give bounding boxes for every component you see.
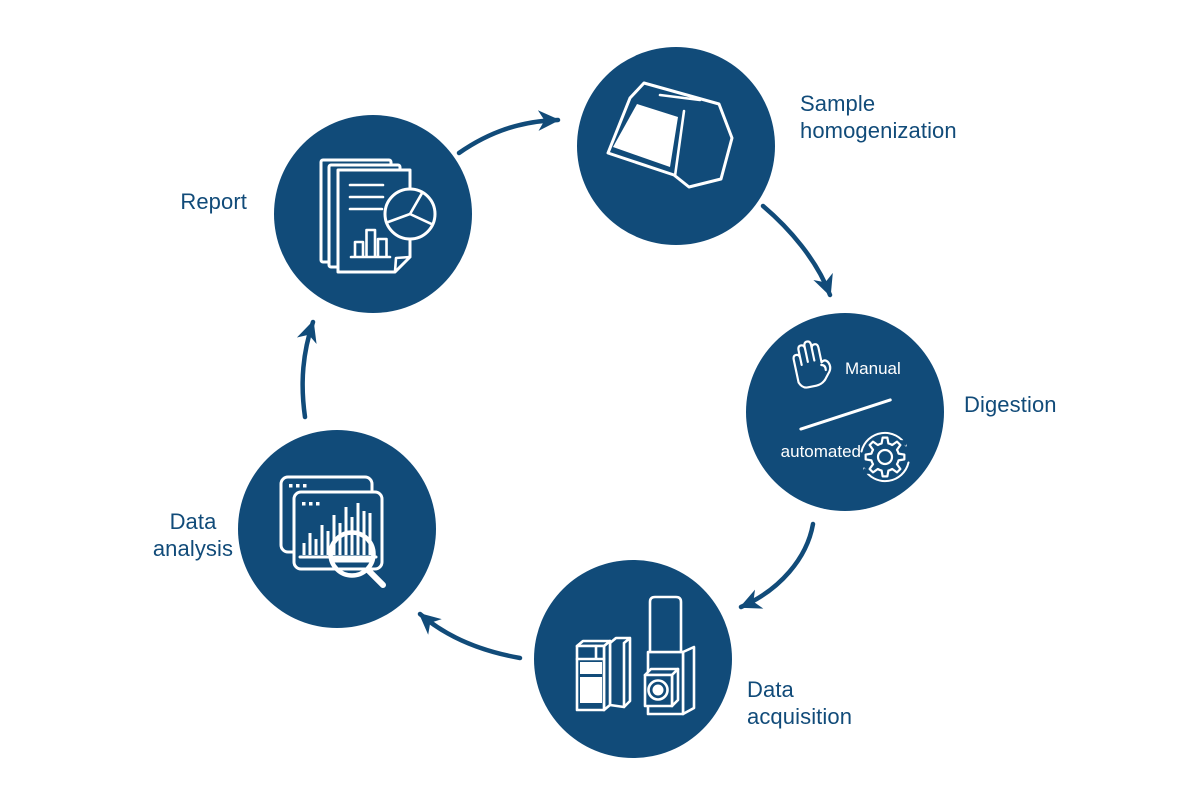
step-circle-data-acquisition bbox=[534, 560, 732, 758]
back-window-dots bbox=[289, 484, 307, 488]
report-documents-pie-icon bbox=[319, 158, 437, 274]
step-label-sample-homogenization: Sample homogenization bbox=[800, 91, 957, 143]
hand-thumb-fold bbox=[820, 363, 827, 372]
step-circle-digestion: Manual automated bbox=[746, 313, 944, 511]
detector-port-inner bbox=[652, 684, 664, 696]
magnifier-lens bbox=[328, 530, 376, 578]
gear-sync-icon bbox=[860, 431, 910, 483]
front-window-dots bbox=[302, 502, 320, 506]
digestion-separator-line bbox=[798, 398, 893, 431]
report-bar-chart bbox=[349, 228, 392, 259]
cabinet-door-bottom bbox=[580, 677, 602, 703]
step-circle-report bbox=[274, 115, 472, 313]
page-fold-corner bbox=[393, 255, 412, 274]
ms-column bbox=[648, 595, 683, 654]
step-label-data-analysis: Data analysis bbox=[152, 509, 234, 561]
arrow-sample-homogenization-to-digestion bbox=[760, 203, 833, 298]
step-label-report: Report bbox=[180, 189, 247, 214]
arrow-digestion-to-data-acquisition bbox=[738, 521, 816, 610]
step-label-digestion: Digestion bbox=[964, 392, 1057, 417]
hand-outline bbox=[792, 340, 832, 389]
step-label-data-acquisition: Data acquisition bbox=[747, 677, 853, 729]
homogenizer-panel-edge bbox=[673, 109, 686, 178]
report-text-lines bbox=[348, 183, 385, 211]
gear-teeth bbox=[864, 436, 906, 478]
pie-chart-slices bbox=[385, 191, 434, 226]
arrow-data-analysis-to-report bbox=[296, 319, 317, 420]
step-circle-sample-homogenization bbox=[577, 47, 775, 245]
gear-cycle-arrow-bottom bbox=[863, 461, 910, 483]
cabinet-door-top bbox=[580, 662, 602, 674]
step-circle-data-analysis bbox=[238, 430, 436, 628]
hand-icon bbox=[792, 340, 832, 389]
gear-cycle-arrow-top bbox=[860, 431, 907, 453]
arrow-data-acquisition-to-data-analysis bbox=[417, 611, 523, 661]
arrow-report-to-sample-homogenization bbox=[456, 110, 561, 156]
magnifier-handle bbox=[365, 567, 386, 588]
windows-chart-magnifier-icon bbox=[279, 475, 386, 588]
cabinet-side-module bbox=[608, 636, 632, 709]
ms-box-side bbox=[681, 645, 696, 716]
homogenizer-screen bbox=[613, 104, 678, 167]
digestion-manual-label: Manual bbox=[845, 359, 901, 378]
homogenizer-slot bbox=[658, 93, 702, 102]
mass-spectrometer-icon bbox=[575, 595, 696, 716]
digestion-automated-label: automated bbox=[780, 442, 861, 461]
homogenizer-device-icon bbox=[606, 81, 734, 189]
chromatogram-bars bbox=[302, 503, 372, 555]
cabinet-header-lines bbox=[575, 644, 606, 661]
gear-hub bbox=[876, 448, 894, 466]
detector-port-outer bbox=[647, 679, 669, 701]
